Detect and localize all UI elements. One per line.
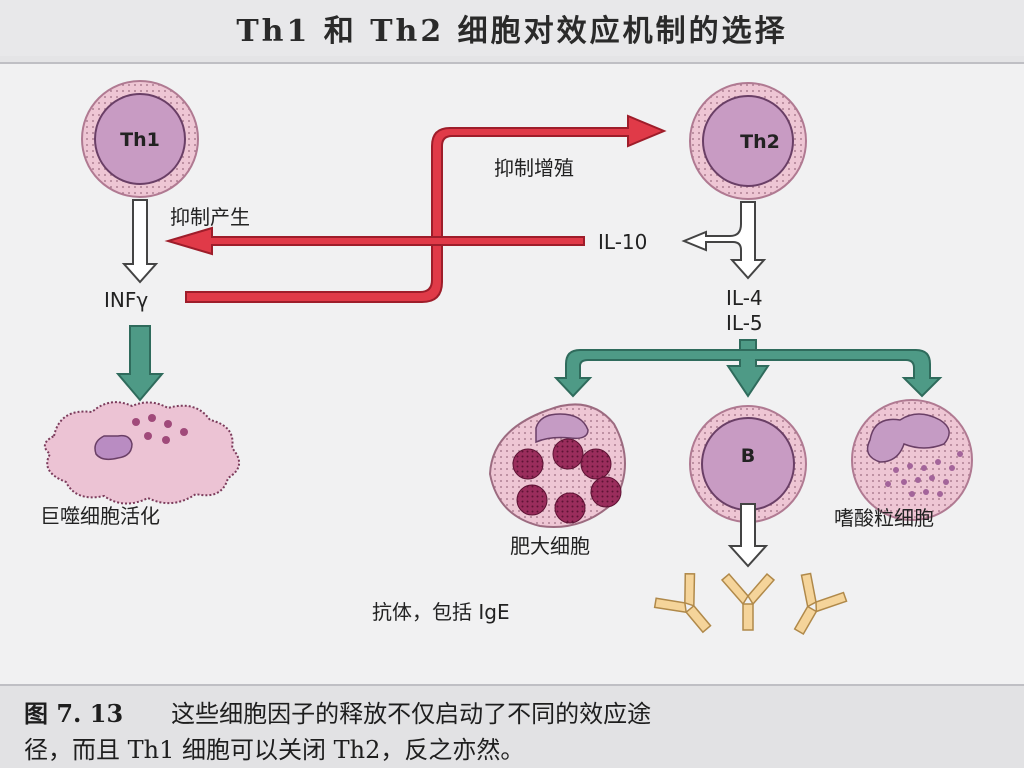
th1-to-infg-arrow [121, 199, 159, 284]
th2-label: Th2 [740, 131, 780, 153]
b-cell-to-antibody-arrow [727, 503, 769, 568]
slide-title: Th1 和 Th2 细胞对效应机制的选择 [236, 14, 788, 49]
caption-area: 图 7. 13 这些细胞因子的释放不仅启动了不同的效应途 径，而且 Th1 细胞可… [0, 686, 1024, 768]
antibody-icon [720, 572, 776, 631]
caption-text-1: 这些细胞因子的释放不仅启动了不同的效应途 [171, 700, 652, 728]
th1-label: Th1 [120, 129, 160, 151]
il4-label: IL-4 [726, 286, 763, 310]
figure-number: 图 7. 13 [24, 699, 124, 728]
mast-cell-label: 肥大细胞 [510, 534, 590, 558]
mast-cell [488, 403, 626, 528]
il4-il5-branch-arrow [553, 339, 943, 398]
red-arrow-to-th2 [185, 114, 667, 303]
macrophage-cell [43, 401, 240, 505]
b-cell-label: B [741, 445, 755, 467]
inhibit-production-label: 抑制产生 [170, 205, 250, 229]
il10-label: IL-10 [598, 230, 647, 254]
infg-inhibit-th2-arrow [186, 120, 662, 296]
red-arrow-to-infg [164, 226, 585, 256]
antibody-label: 抗体，包括 IgE [372, 600, 510, 624]
th2-down-arrow [681, 201, 767, 280]
th2-cell: Th2 [689, 82, 807, 200]
il5-label: IL-5 [726, 311, 763, 335]
eosinophil-cell [851, 399, 973, 521]
caption-line-2: 径，而且 Th1 细胞可以关闭 Th2，反之亦然。 [24, 736, 525, 764]
antibody-icon [793, 572, 848, 636]
diagram-canvas: Th1 Th2 INFγ 抑制增殖 抑制产生 [40, 80, 973, 636]
eosinophil-label: 嗜酸粒细胞 [834, 506, 934, 530]
antibody-icons [653, 572, 848, 636]
th1-cell: Th1 [81, 80, 199, 198]
b-cell: B [689, 405, 807, 523]
macrophage-label: 巨噬细胞活化 [40, 504, 160, 528]
antibody-icon [653, 573, 712, 634]
infg-label: INFγ [104, 288, 148, 312]
title-bar: Th1 和 Th2 细胞对效应机制的选择 [0, 0, 1024, 56]
inhibit-proliferation-label: 抑制增殖 [494, 156, 574, 180]
infg-to-macrophage-arrow [115, 325, 165, 402]
caption-line-1: 图 7. 13 这些细胞因子的释放不仅启动了不同的效应途 [24, 694, 651, 729]
diagram-panel: Th1 Th2 INFγ 抑制增殖 抑制产生 [0, 62, 1024, 686]
